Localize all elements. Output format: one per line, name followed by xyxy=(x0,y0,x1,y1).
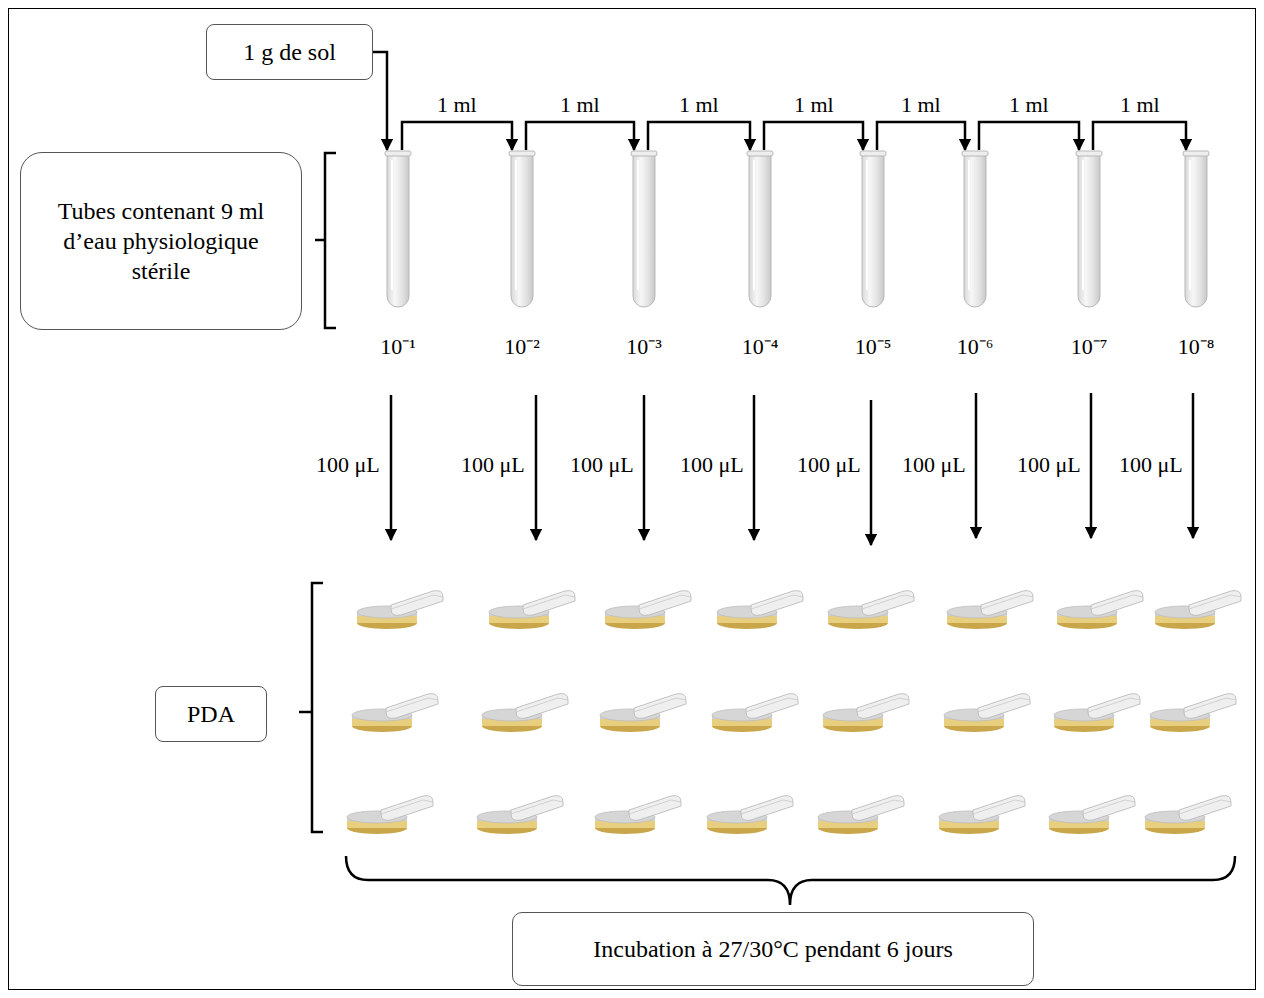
dilution-label: 10⁻⁷ xyxy=(1071,330,1108,360)
volume-label: 100 μL xyxy=(1119,452,1183,478)
bracket xyxy=(299,153,1235,905)
tube-icon xyxy=(383,150,413,310)
box-text: Tubes contenant 9 ml d’eau physiologique… xyxy=(33,196,289,286)
tube-icon xyxy=(629,150,659,310)
tube-icon xyxy=(745,150,775,310)
transfer-connector xyxy=(648,122,750,150)
volume-label: 100 μL xyxy=(680,452,744,478)
dilution-tube: 10⁻⁸ xyxy=(1181,150,1211,310)
dilution-tube: 10⁻² xyxy=(507,150,537,310)
tube-icon xyxy=(858,150,888,310)
transfer-connector xyxy=(877,122,965,150)
dilution-label: 10⁻² xyxy=(504,330,540,360)
dilution-tube: 10⁻⁶ xyxy=(960,150,990,310)
volume-label: 1 ml xyxy=(677,92,721,118)
frame xyxy=(9,9,1256,990)
transfer-connector xyxy=(526,122,634,150)
volume-label: 100 μL xyxy=(902,452,966,478)
dilution-label: 10⁻³ xyxy=(626,330,662,360)
tube-icon xyxy=(1074,150,1104,310)
incubation-box: Incubation à 27/30°C pendant 6 jours xyxy=(512,912,1034,986)
volume-label: 100 μL xyxy=(570,452,634,478)
dilution-label: 10⁻⁸ xyxy=(1178,330,1215,360)
volume-label: 100 μL xyxy=(1017,452,1081,478)
sample-box: 1 g de sol xyxy=(206,24,373,80)
transfer-connector xyxy=(402,122,512,150)
box-text: 1 g de sol xyxy=(243,37,336,67)
volume-label: 1 ml xyxy=(1007,92,1051,118)
volume-label: 100 μL xyxy=(797,452,861,478)
tube-icon xyxy=(507,150,537,310)
volume-label: 1 ml xyxy=(435,92,479,118)
dilution-tube: 10⁻⁵ xyxy=(858,150,888,310)
dilution-tube: 10⁻³ xyxy=(629,150,659,310)
tube-icon xyxy=(1181,150,1211,310)
petri-dish xyxy=(347,591,1241,834)
dilution-tube: 10⁻⁷ xyxy=(1074,150,1104,310)
volume-label: 1 ml xyxy=(558,92,602,118)
box-text: PDA xyxy=(187,699,235,729)
transfer-connector xyxy=(373,52,387,150)
dilution-label: 10⁻⁶ xyxy=(957,330,994,360)
tube-icon xyxy=(960,150,990,310)
dilution-label: 10⁻¹ xyxy=(380,330,416,360)
box-text: Incubation à 27/30°C pendant 6 jours xyxy=(593,934,953,964)
transfer-connector xyxy=(764,122,863,150)
volume-label: 100 μL xyxy=(316,452,380,478)
dilution-tube: 10⁻⁴ xyxy=(745,150,775,310)
volume-label: 1 ml xyxy=(899,92,943,118)
dilution-tube: 10⁻¹ xyxy=(383,150,413,310)
dilution-label: 10⁻⁵ xyxy=(855,330,892,360)
volume-label: 1 ml xyxy=(792,92,836,118)
transfer-connector xyxy=(979,122,1079,150)
volume-label: 100 μL xyxy=(461,452,525,478)
transfer-arrow xyxy=(391,393,1193,545)
dilution-label: 10⁻⁴ xyxy=(742,330,779,360)
medium-box: PDA xyxy=(155,686,267,742)
tubes-note-box: Tubes contenant 9 ml d’eau physiologique… xyxy=(20,152,302,330)
transfer-connector xyxy=(1093,122,1186,150)
volume-label: 1 ml xyxy=(1118,92,1162,118)
